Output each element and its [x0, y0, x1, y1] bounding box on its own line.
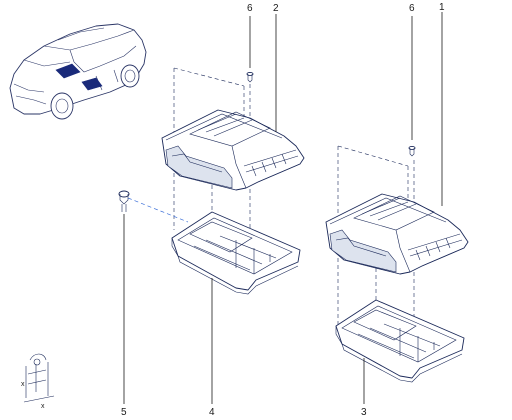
fastener-5-screw — [118, 190, 130, 212]
part-3-mounting-tray-lower — [335, 299, 465, 383]
callout-4: 4 — [209, 407, 215, 418]
callout-1: 1 — [439, 2, 445, 13]
part-2-ecu-housing-upper — [161, 109, 305, 191]
fastener-6-lower — [408, 145, 416, 157]
dimension-symbol: x x — [21, 353, 55, 410]
leader-lines — [123, 12, 443, 404]
callout-2: 2 — [273, 3, 279, 14]
callout-5: 5 — [121, 407, 127, 418]
part-1-ecu-housing-lower — [325, 193, 469, 275]
dimension-label-vertical: x — [21, 381, 25, 388]
location-marker-front — [55, 63, 81, 79]
callout-3: 3 — [361, 407, 367, 418]
part-4-mounting-tray-upper — [171, 211, 301, 295]
fastener-6-upper — [246, 71, 254, 83]
callout-6-upper: 6 — [247, 3, 253, 14]
callout-6-lower: 6 — [409, 3, 415, 14]
dimension-label-horizontal: x — [41, 403, 45, 410]
vehicle-location-thumbnail — [9, 23, 147, 120]
location-marker-rear — [81, 77, 103, 91]
